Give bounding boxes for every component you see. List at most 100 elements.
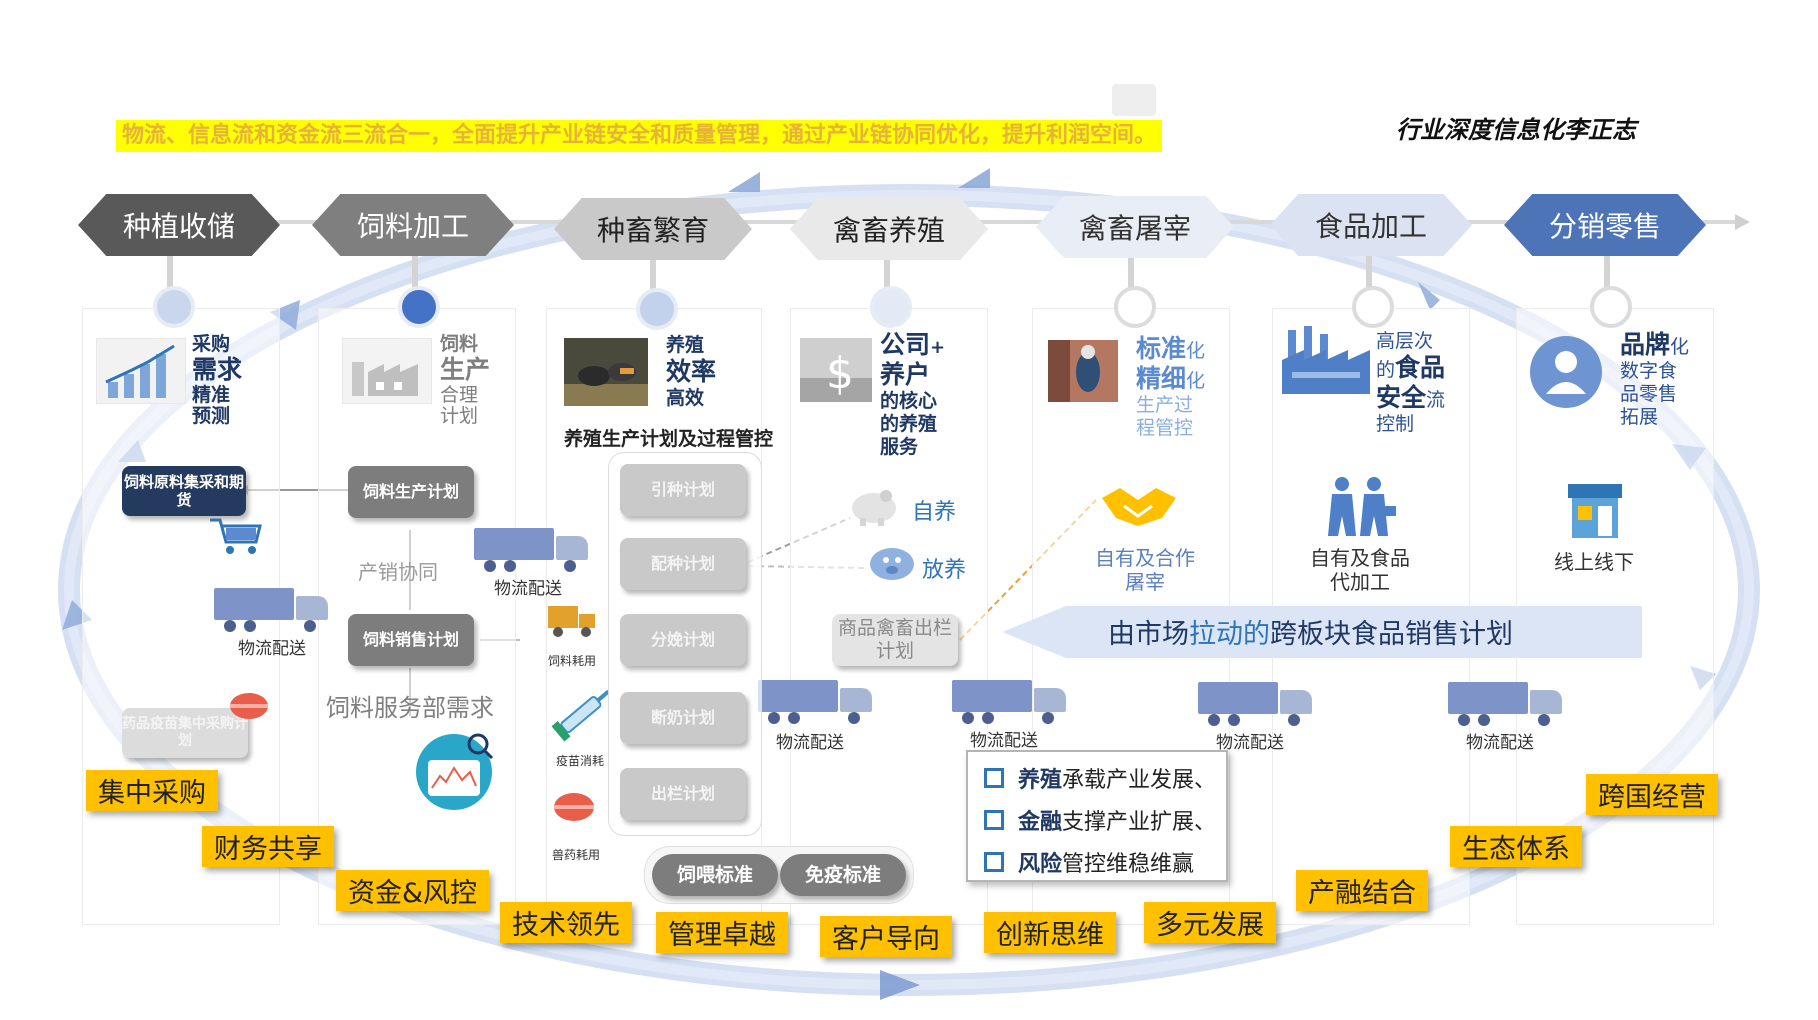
col3-line: 高效 bbox=[666, 386, 705, 409]
stage-label: 种植收储 bbox=[122, 210, 235, 243]
stage-hex: 禽畜养殖 bbox=[790, 198, 988, 260]
truck-icon bbox=[214, 588, 332, 632]
connector bbox=[1366, 256, 1372, 290]
checklist: 养殖承载产业发展、 金融支撑产业扩展、 风险管控维稳维赢 bbox=[984, 760, 1216, 886]
col7-line: 拓展 bbox=[1620, 405, 1659, 428]
col6-bottom-line: 自有及食品 bbox=[1310, 546, 1410, 570]
free-raise-label: 放养 bbox=[922, 558, 967, 583]
col5-bottom-line: 屠宰 bbox=[1125, 570, 1165, 594]
col6-bottom: 自有及食品 代加工 bbox=[1300, 546, 1420, 594]
col1-text: 采购 需求 精准 预测 bbox=[192, 333, 243, 428]
col5-line: 程管控 bbox=[1136, 416, 1194, 439]
logistics-label: 物流配送 bbox=[970, 731, 1038, 751]
stage-hex: 食品加工 bbox=[1270, 194, 1472, 256]
drug-vaccine-plan: 药品疫苗集中采购计划 bbox=[122, 708, 248, 758]
col7-suffix: 化 bbox=[1670, 336, 1690, 358]
col5-suffix: 化 bbox=[1186, 370, 1206, 392]
col3-subtitle: 养殖生产计划及过程管控 bbox=[564, 428, 774, 450]
stage-hex: 禽畜屠宰 bbox=[1036, 196, 1234, 258]
stage-node bbox=[636, 288, 678, 330]
stage-node bbox=[1352, 286, 1394, 328]
col4-line: 的核心 bbox=[880, 390, 938, 412]
col2-line: 计划 bbox=[440, 405, 479, 428]
col1-line: 预测 bbox=[192, 405, 231, 428]
summary-banner: 物流、信息流和资金流三流合一，全面提升产业链安全和质量管理，通过产业链协同优化，… bbox=[116, 120, 1163, 152]
worker-photo-icon bbox=[1048, 340, 1118, 402]
connector bbox=[1128, 258, 1134, 290]
col5-text: 标准化 精细化 生产过 程管控 bbox=[1136, 334, 1205, 440]
col4-line: 公司 bbox=[880, 330, 931, 359]
col2-text: 饲料 生产 合理 计划 bbox=[440, 333, 491, 428]
col7-bottom: 线上线下 bbox=[1554, 550, 1634, 574]
stage-hex: 饲料加工 bbox=[312, 194, 514, 256]
connector bbox=[167, 256, 173, 290]
livestock-out-plan: 商品禽畜出栏计划 bbox=[832, 614, 958, 666]
feed-use-label: 饲料耗用 bbox=[548, 654, 597, 668]
checklist-kw: 金融 bbox=[1018, 810, 1063, 835]
cloud-analytics-icon bbox=[416, 733, 494, 810]
col1-line: 需求 bbox=[192, 354, 243, 384]
col4-line: 养户 bbox=[880, 360, 931, 389]
immune-standard: 免疫标准 bbox=[780, 854, 906, 896]
author-caption: 行业深度信息化李正志 bbox=[1396, 116, 1636, 144]
handshake-icon bbox=[1102, 488, 1176, 526]
col6-bottom-line: 代加工 bbox=[1330, 570, 1390, 594]
col6-line: 控制 bbox=[1376, 412, 1415, 435]
checklist-rest: 承载产业发展、 bbox=[1062, 768, 1217, 793]
logistics-label: 物流配送 bbox=[776, 733, 844, 753]
stage-hex: 种畜繁育 bbox=[554, 198, 752, 260]
breeding-plan-item: 出栏计划 bbox=[620, 768, 746, 820]
col7-line: 品零售 bbox=[1620, 382, 1678, 405]
vaccine-use-label: 疫苗消耗 bbox=[556, 754, 605, 768]
piggy-bank-icon bbox=[870, 548, 914, 580]
connector bbox=[412, 256, 418, 290]
checklist-kw: 风险 bbox=[1018, 852, 1063, 877]
feeding-standard: 饲喂标准 bbox=[652, 854, 778, 896]
stage-node bbox=[1590, 286, 1632, 328]
col3-text: 养殖 效率 高效 bbox=[666, 334, 716, 410]
logistics-label: 物流配送 bbox=[1216, 733, 1284, 753]
stage-label: 分销零售 bbox=[1548, 210, 1661, 243]
breeding-plan-item: 断奶计划 bbox=[620, 692, 746, 744]
value-tag: 产融结合 bbox=[1296, 870, 1428, 911]
value-tag: 管理卓越 bbox=[656, 912, 788, 953]
market-plan-arrow bbox=[1002, 606, 1642, 658]
col6-line: 高层次 bbox=[1376, 330, 1434, 352]
truck-icon bbox=[758, 680, 876, 724]
stage-label: 禽畜养殖 bbox=[832, 214, 945, 247]
col5-bottom: 自有及合作 屠宰 bbox=[1090, 546, 1200, 594]
truck-icon bbox=[1448, 682, 1566, 726]
feed-production-plan: 饲料生产计划 bbox=[348, 466, 474, 518]
col4-plus: + bbox=[930, 337, 946, 358]
stage-label: 禽畜屠宰 bbox=[1078, 212, 1191, 245]
value-tag: 集中采购 bbox=[86, 770, 218, 811]
col5-kw: 标准 bbox=[1136, 334, 1187, 363]
col3-line: 养殖 bbox=[666, 334, 705, 356]
vet-use-label: 兽药耗用 bbox=[552, 848, 601, 862]
livestock-photo-icon bbox=[564, 338, 648, 406]
col5-bottom-line: 自有及合作 bbox=[1095, 546, 1195, 570]
value-tag: 跨国经营 bbox=[1586, 774, 1718, 815]
col2-line: 生产 bbox=[440, 354, 491, 384]
stage-node bbox=[870, 286, 912, 328]
stage-hex: 种植收储 bbox=[78, 194, 280, 256]
two-people-icon bbox=[1328, 477, 1396, 536]
breeding-plan-item: 分娩计划 bbox=[620, 614, 746, 666]
dollar-icon: $ bbox=[800, 338, 872, 402]
checklist-rest: 支撑产业扩展、 bbox=[1062, 810, 1217, 835]
value-tag: 财务共享 bbox=[202, 826, 334, 867]
pill-icon bbox=[230, 693, 268, 719]
logistics-label: 物流配送 bbox=[494, 579, 562, 599]
col2-line: 饲料 bbox=[440, 333, 479, 355]
col4-line: 的养殖 bbox=[880, 412, 938, 435]
stage-label: 食品加工 bbox=[1314, 210, 1427, 243]
breeding-plan-item: 引种计划 bbox=[620, 464, 746, 516]
truck-icon bbox=[952, 680, 1070, 724]
checkbox-icon bbox=[984, 852, 1004, 872]
person-badge-icon bbox=[1530, 336, 1602, 408]
stage-node bbox=[1114, 286, 1156, 328]
col3-line: 效率 bbox=[666, 356, 717, 386]
col6-text: 高层次 的食品 安全流 控制 bbox=[1376, 330, 1445, 436]
col1-line: 精准 bbox=[192, 383, 231, 406]
